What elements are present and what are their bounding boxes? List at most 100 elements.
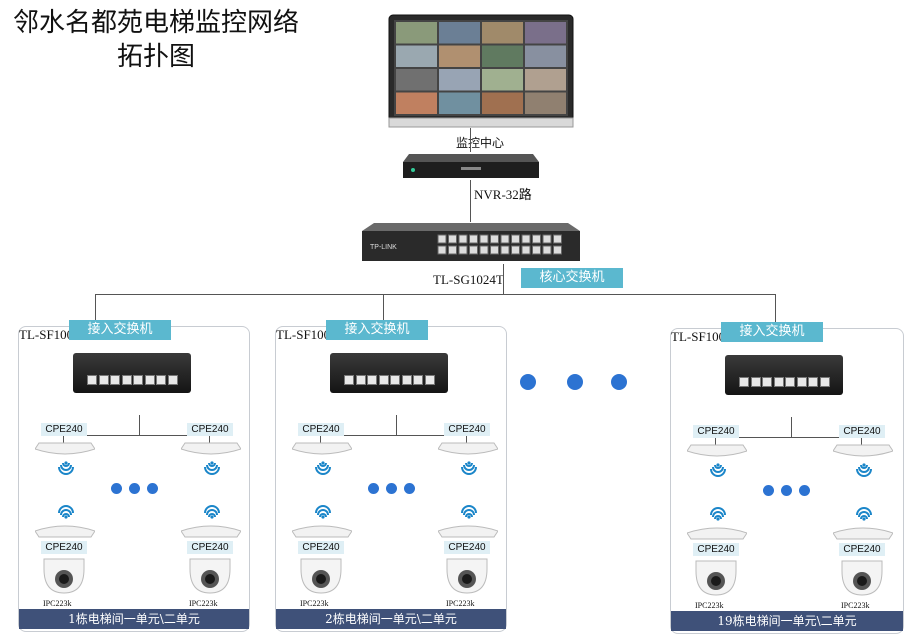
- core-switch-model: TL-SG1024T: [433, 272, 504, 287]
- screen-tile: [396, 45, 437, 67]
- switch-port: [542, 234, 552, 244]
- link-monitor-nvr: [470, 128, 471, 152]
- switch-port: [521, 234, 531, 244]
- switch-port: [773, 377, 784, 387]
- building-footer: 1栋电梯间一单元\二单元: [19, 609, 249, 629]
- switch-port: [553, 245, 562, 255]
- cpe-icon: [687, 527, 747, 540]
- access-switch-tag: 接入交换机: [69, 320, 171, 340]
- screen-tile: [439, 45, 480, 67]
- ellipsis-dot: [111, 483, 122, 494]
- switch-port: [750, 377, 761, 387]
- switch-port: [98, 375, 109, 385]
- switch-port: [437, 234, 447, 244]
- cpe-drop-left: [715, 437, 716, 445]
- ellipsis-dot: [611, 374, 627, 390]
- building-footer: 19栋电梯间一单元\二单元: [671, 611, 903, 631]
- screen-tile: [525, 22, 566, 44]
- switch-port: [458, 234, 468, 244]
- cpe-tag-bottom: CPE240: [187, 541, 233, 554]
- screen-tile: [439, 92, 480, 114]
- wifi-icon: [710, 507, 726, 521]
- switch-port: [413, 375, 423, 385]
- switch-port: [167, 375, 178, 385]
- camera-icon: [695, 560, 737, 596]
- cpe-bus: [320, 435, 466, 436]
- ellipsis-dot: [386, 483, 397, 494]
- switch-port: [87, 375, 97, 385]
- ipc-label: IPC223k: [446, 599, 475, 608]
- switch-port: [424, 375, 435, 385]
- core-switch-role-tag: 核心交换机: [521, 268, 623, 288]
- switch-port: [785, 377, 795, 387]
- switch-port: [479, 245, 489, 255]
- ipc-label: IPC223k: [189, 599, 218, 608]
- monitor-label: 监控中心: [455, 136, 504, 150]
- camera-icon: [300, 558, 342, 594]
- cpe-drop-right: [209, 435, 210, 443]
- switch-port: [762, 377, 772, 387]
- switch-port: [796, 377, 807, 387]
- switch-downlink: [791, 417, 792, 437]
- switch-port: [448, 245, 457, 255]
- cpe-tag-bottom: CPE240: [693, 543, 739, 556]
- camera-icon: [189, 558, 231, 594]
- switch-port: [133, 375, 143, 385]
- cpe-tag-top: CPE240: [693, 425, 739, 438]
- switch-port: [532, 245, 541, 255]
- screen-tile: [482, 45, 523, 67]
- screen-tile: [439, 22, 480, 44]
- cpe-icon: [181, 442, 241, 455]
- wifi-icon: [710, 463, 726, 477]
- drop-building-1: [95, 294, 96, 326]
- ellipsis-dot: [368, 483, 379, 494]
- nvr-label: NVR-32路: [474, 187, 532, 202]
- switch-port: [521, 245, 531, 255]
- core-switch-icon: TP-LINK: [360, 222, 582, 264]
- switch-port: [511, 245, 520, 255]
- ellipsis-dot: [567, 374, 583, 390]
- camera-icon: [43, 558, 85, 594]
- ellipsis-dot: [404, 483, 415, 494]
- switch-port: [542, 245, 552, 255]
- cpe-drop-right: [466, 435, 467, 443]
- cpe-icon: [438, 525, 498, 538]
- camera-icon: [841, 560, 883, 596]
- wifi-icon: [204, 505, 220, 519]
- wifi-icon: [315, 461, 331, 475]
- monitor-icon: [388, 14, 574, 128]
- screen-tile: [396, 92, 437, 114]
- cpe-icon: [833, 527, 893, 540]
- switch-port: [121, 375, 132, 385]
- switch-port: [511, 234, 520, 244]
- camera-icon: [446, 558, 488, 594]
- core-switch-brand: TP-LINK: [370, 244, 397, 251]
- access-switch-tag: 接入交换机: [721, 322, 823, 342]
- distribution-bus: [95, 294, 775, 295]
- cpe-icon: [292, 525, 352, 538]
- cpe-icon: [35, 442, 95, 455]
- screen-tile: [525, 92, 566, 114]
- switch-port: [469, 234, 478, 244]
- switch-port: [500, 245, 510, 255]
- cpe-icon: [833, 444, 893, 457]
- ipc-label: IPC223k: [300, 599, 329, 608]
- switch-port: [448, 234, 457, 244]
- switch-icon: [73, 353, 191, 393]
- cpe-bus: [715, 437, 861, 438]
- cpe-drop-right: [861, 437, 862, 445]
- ipc-label: IPC223k: [43, 599, 72, 608]
- wifi-icon: [856, 463, 872, 477]
- cpe-tag-top: CPE240: [298, 423, 344, 436]
- switch-icon: [725, 355, 843, 395]
- switch-downlink: [139, 415, 140, 435]
- switch-port: [355, 375, 366, 385]
- cpe-tag-top: CPE240: [839, 425, 885, 438]
- switch-port: [500, 234, 510, 244]
- switch-port: [479, 234, 489, 244]
- screen-tile: [525, 69, 566, 91]
- ellipsis-dot: [129, 483, 140, 494]
- cpe-tag-bottom: CPE240: [298, 541, 344, 554]
